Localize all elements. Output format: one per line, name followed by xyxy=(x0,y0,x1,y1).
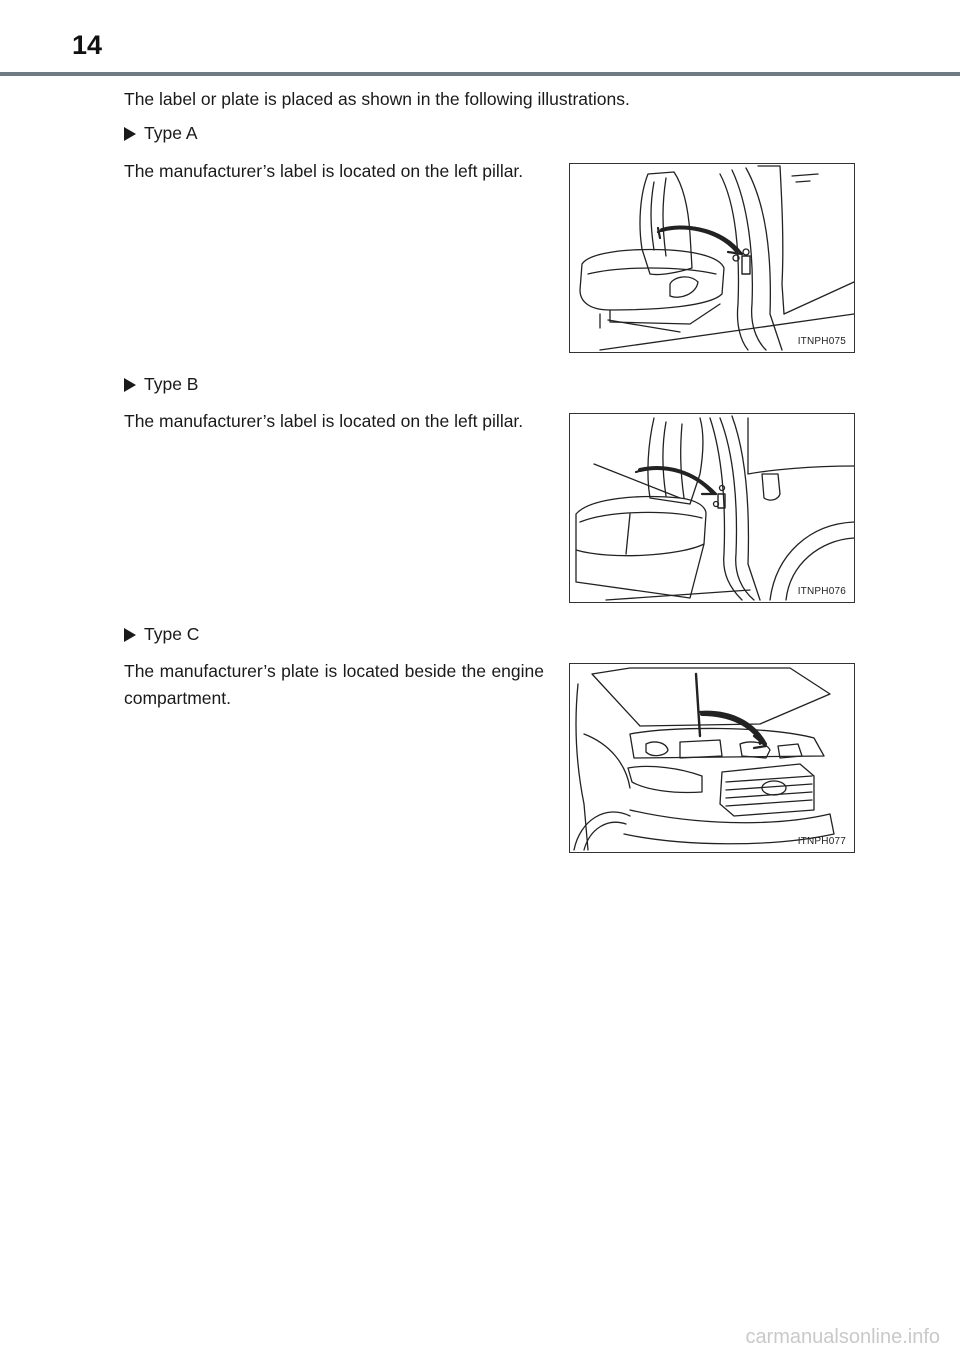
figure-type-b: ITNPH076 xyxy=(569,413,855,603)
section-description-type-b: The manufacturer’s label is located on t… xyxy=(124,411,524,431)
figure-code: ITNPH077 xyxy=(797,836,846,847)
watermark-text: carmanualsonline.info xyxy=(745,1326,940,1348)
figure-code: ITNPH075 xyxy=(797,336,846,347)
section-description-type-c: The manufacturer’s plate is located besi… xyxy=(124,661,544,708)
bench-seat-pillar-label-illustration xyxy=(575,415,854,601)
section-description-type-a: The manufacturer’s label is located on t… xyxy=(124,161,524,181)
figure-type-a: ITNPH075 xyxy=(569,163,855,353)
triangle-bullet-icon xyxy=(124,627,136,642)
section-heading-type-a: Type A xyxy=(124,123,198,144)
section-heading-label: Type C xyxy=(144,624,200,644)
engine-compartment-plate-illustration xyxy=(573,667,835,851)
figure-code: ITNPH076 xyxy=(797,586,846,597)
header-rule xyxy=(0,72,960,76)
page-number: 14 xyxy=(72,30,103,60)
figure-type-c: ITNPH077 xyxy=(569,663,855,853)
intro-text: The label or plate is placed as shown in… xyxy=(124,89,630,109)
section-heading-label: Type A xyxy=(144,123,198,143)
triangle-bullet-icon xyxy=(124,377,136,392)
triangle-bullet-icon xyxy=(124,126,136,141)
section-heading-type-b: Type B xyxy=(124,374,198,395)
section-heading-label: Type B xyxy=(144,374,199,394)
seat-door-pillar-label-illustration xyxy=(579,165,854,351)
section-heading-type-c: Type C xyxy=(124,624,199,645)
